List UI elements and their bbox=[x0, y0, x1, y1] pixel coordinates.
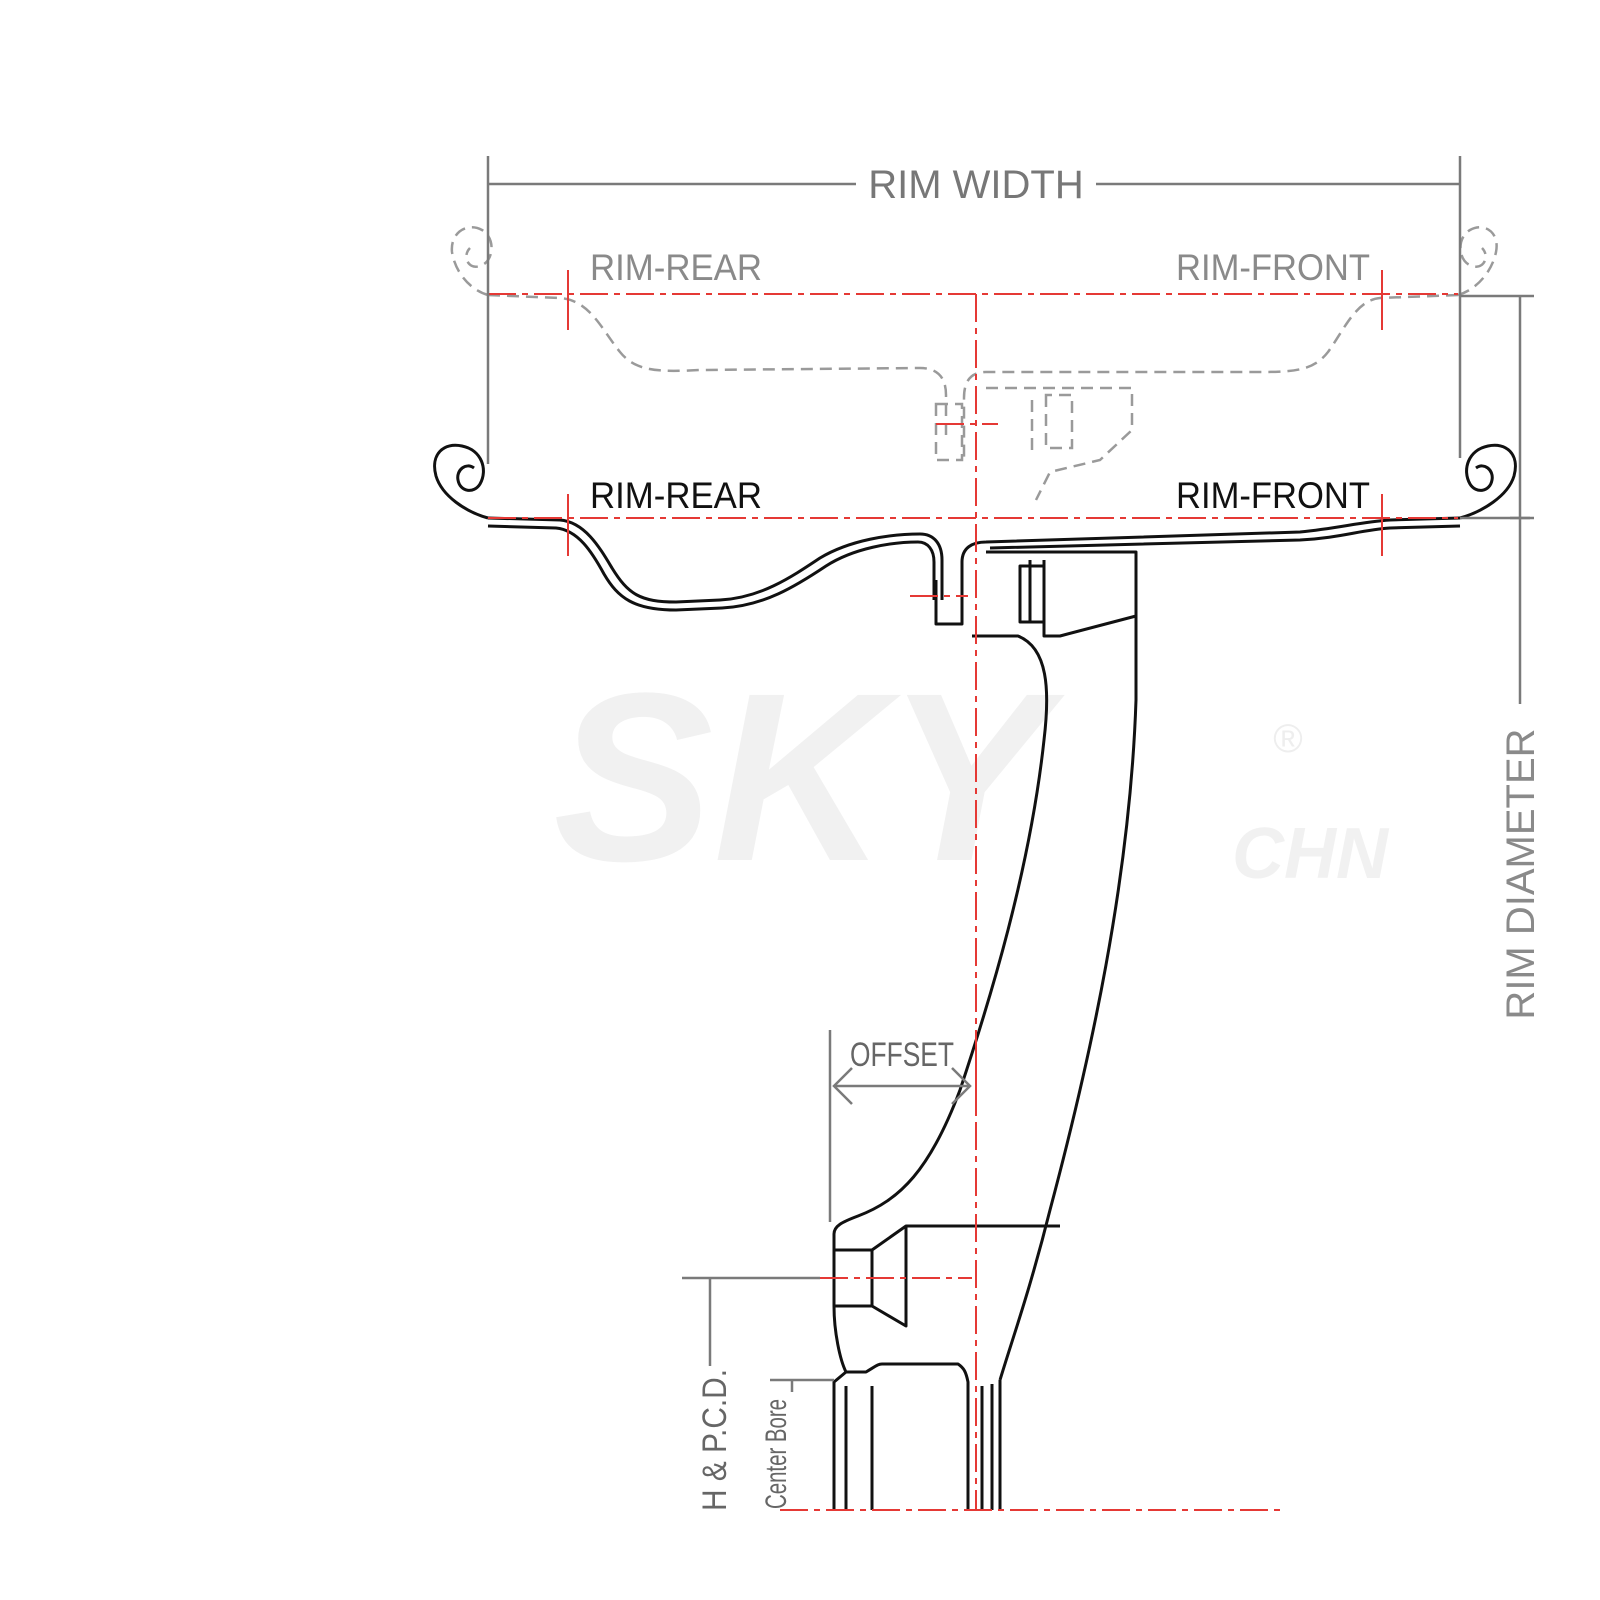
rim-rear-flange bbox=[433, 443, 489, 520]
ghost-rim-rear-flange bbox=[450, 226, 493, 297]
rim-rear-label: RIM-REAR bbox=[590, 475, 762, 516]
centerline-ticks bbox=[567, 270, 1383, 1112]
offset-arrowhead-right bbox=[951, 1067, 972, 1105]
rim-front-label: RIM-FRONT bbox=[1176, 475, 1370, 516]
rim-diameter-label: RIM DIAMETER bbox=[1499, 728, 1543, 1019]
hub-face bbox=[832, 1224, 1060, 1510]
center-bore-label: Center Bore bbox=[760, 1399, 793, 1509]
watermark-registered-mark: ® bbox=[1273, 717, 1302, 761]
rim-rear-inner-line bbox=[487, 516, 944, 604]
hpcd-label: H & P.C.D. bbox=[696, 1369, 734, 1511]
offset-label: OFFSET bbox=[850, 1036, 954, 1074]
watermark: SKY CHN ® bbox=[553, 643, 1390, 911]
disc-inner-curve bbox=[832, 634, 1049, 1250]
centerlines bbox=[488, 293, 1458, 1511]
ghost-rim-profile bbox=[450, 226, 1498, 501]
watermark-suffix: CHN bbox=[1232, 814, 1390, 894]
ghost-rim-front-barrel bbox=[962, 293, 1459, 460]
dimension-lines bbox=[486, 156, 1534, 1392]
watermark-brand: SKY bbox=[553, 643, 1065, 911]
hub-mounting-block bbox=[934, 550, 1138, 638]
rim-rear-outer-line bbox=[487, 524, 936, 612]
rim-width-label: RIM WIDTH bbox=[868, 163, 1084, 207]
offset-arrowhead-left bbox=[832, 1067, 853, 1105]
rim-front-flange bbox=[1459, 443, 1517, 520]
ghost-rim-rear-well bbox=[487, 293, 948, 440]
ghost-hub-block bbox=[934, 386, 1134, 501]
main-rim-profile bbox=[433, 443, 1517, 1510]
rim-front-barrel-inner bbox=[989, 524, 1461, 550]
hub-bore-lines bbox=[844, 1386, 984, 1510]
rim-front-ghost-label: RIM-FRONT bbox=[1176, 247, 1370, 288]
rim-front-barrel bbox=[960, 516, 1461, 600]
ghost-rim-front-flange bbox=[1457, 226, 1498, 297]
disc-outer-curve bbox=[998, 616, 1138, 1381]
rim-rear-ghost-label: RIM-REAR bbox=[590, 247, 762, 288]
